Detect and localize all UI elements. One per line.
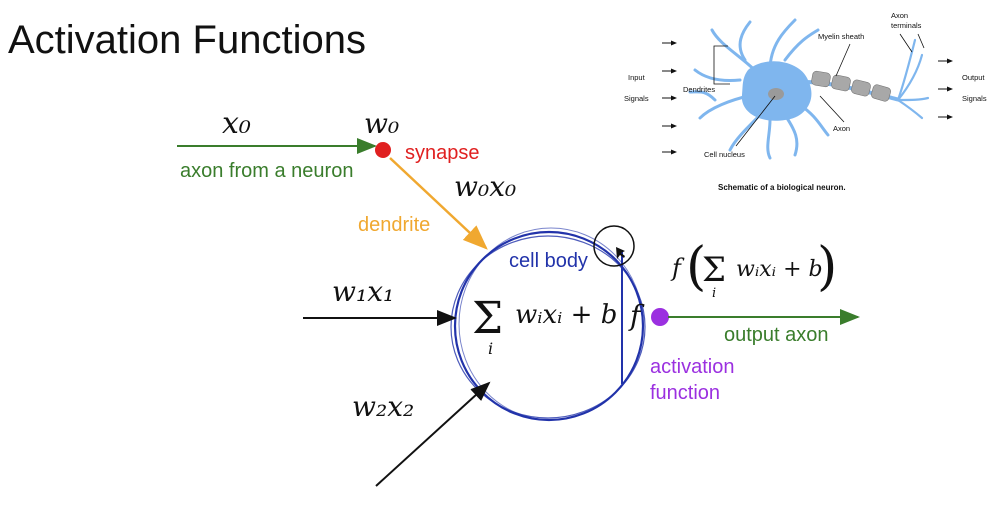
bio-caption: Schematic of a biological neuron. bbox=[718, 183, 846, 192]
sum-formula: wᵢxᵢ + b bbox=[515, 300, 617, 330]
input-w2x2-arrow bbox=[375, 381, 491, 487]
dendrite-label: dendrite bbox=[358, 214, 430, 236]
bio-myelin-segments bbox=[811, 70, 891, 102]
svg-text:wᵢxᵢ + b: wᵢxᵢ + b bbox=[736, 257, 823, 282]
bio-signals-out-label: Signals bbox=[962, 94, 987, 103]
output-formula: f ( Σ i wᵢxᵢ + b ) bbox=[670, 237, 837, 301]
input-arrows bbox=[662, 40, 677, 155]
svg-text:Σ: Σ bbox=[702, 250, 726, 290]
bio-input-label: Input bbox=[628, 73, 646, 82]
output-axon-label: output axon bbox=[724, 324, 829, 346]
bio-dendrites-label: Dendrites bbox=[683, 85, 715, 94]
artificial-neuron-diagram: x₀ w₀ synapse axon from a neuron w₀x₀ de… bbox=[177, 106, 860, 487]
bio-myelin-sheath-label: Myelin sheath bbox=[818, 32, 864, 41]
activation-dot bbox=[651, 308, 669, 326]
bio-nucleus bbox=[768, 88, 784, 100]
biological-neuron-schematic: Input Signals bbox=[624, 11, 987, 192]
page-title: Activation Functions bbox=[8, 18, 366, 62]
mouse-cursor-icon bbox=[616, 247, 625, 259]
product-w1x1-label: w₁x₁ bbox=[332, 275, 394, 308]
bio-cell-nucleus-label: Cell nucleus bbox=[704, 150, 745, 159]
synapse-label: synapse bbox=[405, 142, 480, 164]
bio-axon-terminals bbox=[896, 38, 930, 120]
product-w0x0-label: w₀x₀ bbox=[454, 170, 516, 203]
weight-w0-label: w₀ bbox=[364, 107, 399, 140]
product-w2x2-label: w₂x₂ bbox=[352, 390, 414, 423]
synapse-dot bbox=[375, 142, 391, 158]
bio-leader-lines bbox=[713, 33, 925, 147]
svg-text:): ) bbox=[817, 237, 837, 297]
axon-from-neuron-label: axon from a neuron bbox=[180, 160, 353, 182]
output-arrows bbox=[938, 58, 953, 120]
input-x0-label: x₀ bbox=[222, 106, 251, 141]
sum-sigma: Σ bbox=[472, 293, 503, 344]
cursor-highlight-circle bbox=[593, 225, 635, 267]
svg-text:(: ( bbox=[686, 237, 706, 297]
dendrite-arrow bbox=[389, 157, 488, 250]
bio-axon-terminals-label-1: Axon bbox=[891, 11, 908, 20]
cell-body-label: cell body bbox=[509, 250, 588, 272]
bio-axon-terminals-label-2: terminals bbox=[891, 21, 922, 30]
bio-signals-in-label: Signals bbox=[624, 94, 649, 103]
activation-label-line1: activation bbox=[650, 356, 735, 378]
activation-label-line2: function bbox=[650, 382, 720, 404]
svg-text:i: i bbox=[712, 286, 716, 301]
bio-output-label: Output bbox=[962, 73, 985, 82]
bio-axon-label: Axon bbox=[833, 124, 850, 133]
svg-text:f: f bbox=[670, 254, 685, 282]
sum-subscript: i bbox=[488, 339, 493, 358]
